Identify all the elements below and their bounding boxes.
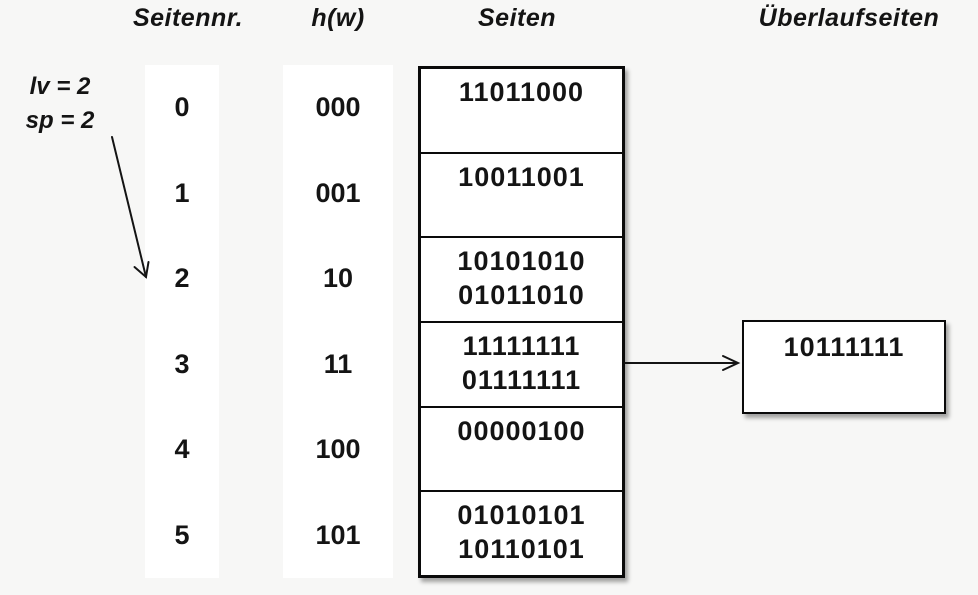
page-number: 0 [174,92,190,123]
record-value [421,194,622,228]
pages-table: 11011000 10011001 10101010 01011010 1111… [418,66,625,578]
record-value: 10101010 [457,246,586,277]
page-number: 4 [174,434,190,465]
hash-value-column: 000 001 10 11 100 101 [283,65,393,578]
column-header-seitennr: Seitennr. [132,4,244,32]
hash-value: 001 [315,177,361,208]
record-value: 10110101 [458,534,585,565]
hash-value: 000 [315,92,361,123]
column-header-hash-function: h(w) [311,4,365,32]
hash-value: 101 [315,519,361,550]
record-value: 00000100 [457,415,586,446]
record-value: 01011010 [458,280,585,311]
record-value: 01111111 [461,365,582,396]
page-cell-3: 11111111 01111111 [421,323,622,408]
record-value: 10011001 [458,161,585,192]
page-number: 2 [174,263,190,294]
page-cell-0: 11011000 [421,69,622,154]
page-cell-4: 00000100 [421,408,622,493]
level-splitpointer-annotation: lv = 2 sp = 2 [14,70,106,138]
hash-value: 11 [323,348,353,379]
overflow-page-box: 10111111 [742,320,946,414]
page-cell-2: 10101010 01011010 [421,238,622,324]
record-value: 01010101 [457,500,586,531]
page-number-column: 0 1 2 3 4 5 [145,65,219,578]
record-value: 11011000 [458,77,585,107]
page-number: 5 [174,519,190,550]
page-number: 3 [174,348,190,379]
record-value: 11111111 [462,331,581,362]
hash-value: 10 [322,263,354,294]
page-cell-5: 01010101 10110101 [421,492,622,575]
overflow-link-arrow [624,355,741,371]
record-value [421,109,622,143]
column-header-seiten: Seiten [477,4,557,32]
page-number: 1 [174,177,190,208]
record-value [421,448,622,482]
split-pointer-value: sp = 2 [25,107,95,134]
level-value: lv = 2 [29,73,91,100]
split-pointer-arrow [111,136,150,279]
overflow-record-value: 10111111 [783,332,905,362]
page-cell-1: 10011001 [421,154,622,239]
column-header-ueberlaufseiten: Überlaufseiten [758,4,940,32]
hash-value: 100 [315,434,361,465]
